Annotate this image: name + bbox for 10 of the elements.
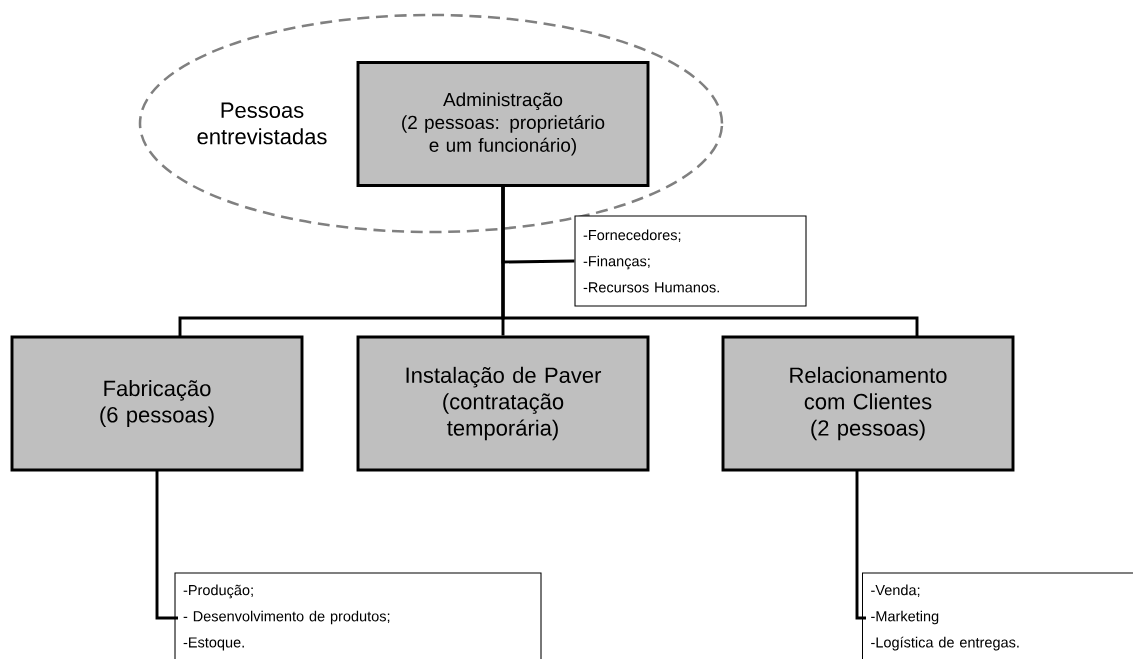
task-list-box: -Venda; -Marketing -Logística de entregas.	[861, 572, 1133, 659]
connector-line	[855, 470, 866, 620]
department-box: Fabricação (6 pessoas)	[10, 335, 304, 472]
department-box: Relacionamento com Clientes (2 pessoas)	[721, 335, 1015, 472]
department-box: Administração (2 pessoas: proprietário e um funcionário)	[356, 61, 650, 187]
connector-line	[155, 470, 178, 620]
task-list-box: -Produção; - Desenvolvimento de produtos; -Estoque.	[174, 572, 542, 659]
connector-line	[501, 186, 919, 337]
department-box: Instalação de Paver (contratação temporária)	[356, 335, 650, 472]
task-list-box: -Fornecedores; -Finanças; -Recursos Humanos.	[574, 215, 807, 307]
